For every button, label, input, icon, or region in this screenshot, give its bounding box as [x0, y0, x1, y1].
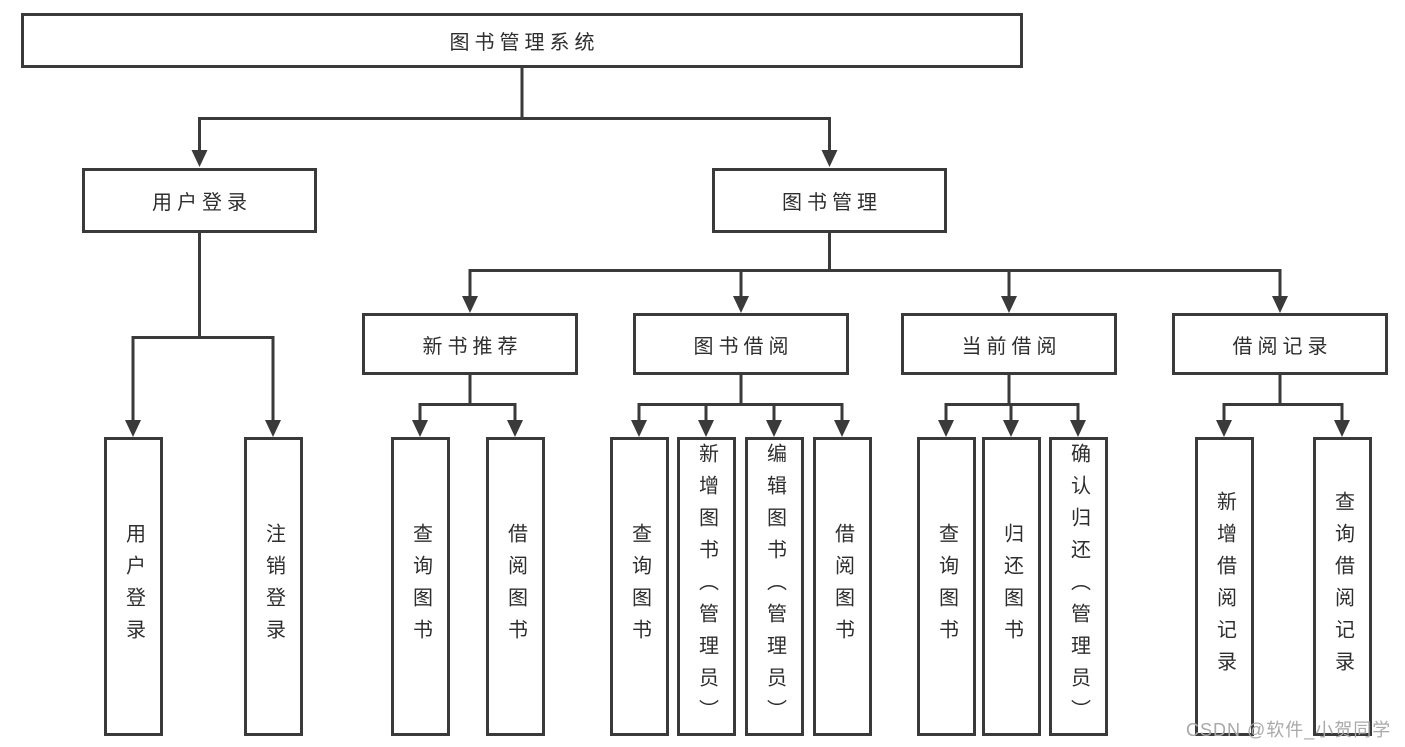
leaf-return-book: 归还图书 — [982, 437, 1041, 736]
csdn-watermark: CSDN @软件_小贺同学 — [1186, 720, 1392, 740]
leaf-query-books-borrowing: 查询图书 — [610, 437, 669, 736]
arrowhead-down-icon — [631, 420, 850, 437]
connector-records-to-leaves — [1216, 375, 1350, 437]
connector-book-borrow-to-leaves — [631, 375, 850, 437]
node-current-borrowing: 当前借阅 — [901, 313, 1117, 375]
connector-line — [1222, 375, 1344, 421]
arrowhead-down-icon — [191, 150, 838, 167]
arrowhead-down-icon — [1216, 420, 1350, 437]
connector-line — [944, 375, 1080, 421]
leaf-query-books-recommend: 查询图书 — [391, 437, 450, 736]
node-book-management: 图书管理 — [712, 168, 947, 233]
leaf-logout-label: 注销登录 — [262, 522, 285, 651]
node-root-system: 图书管理系统 — [21, 13, 1023, 68]
leaf-query-books-current-label: 查询图书 — [935, 522, 958, 651]
arrowhead-down-icon — [938, 420, 1086, 437]
leaf-borrow-books-recommend: 借阅图书 — [486, 437, 545, 736]
connector-book-mgmt-to-level3 — [462, 233, 1288, 313]
leaf-add-book-admin-label: 新增图书（管理员） — [695, 442, 718, 731]
node-book-borrowing: 图书借阅 — [633, 313, 849, 375]
leaf-confirm-return-admin: 确认归还（管理员） — [1049, 437, 1108, 736]
arrowhead-down-icon — [412, 420, 523, 437]
leaf-borrow-books-recommend-label: 借阅图书 — [504, 522, 527, 651]
node-borrowing-records: 借阅记录 — [1172, 313, 1388, 375]
connector-new-book-to-leaves — [412, 375, 523, 437]
leaf-edit-book-admin: 编辑图书（管理员） — [745, 437, 804, 736]
leaf-confirm-return-admin-label: 确认归还（管理员） — [1067, 442, 1090, 731]
leaf-borrow-books-borrowing: 借阅图书 — [813, 437, 872, 736]
node-root-label: 图书管理系统 — [449, 32, 600, 54]
leaf-query-books-recommend-label: 查询图书 — [409, 522, 432, 651]
connector-line — [637, 375, 844, 421]
connector-user-login-to-leaves — [125, 233, 281, 437]
leaf-add-borrow-record: 新增借阅记录 — [1195, 437, 1254, 736]
node-current-borrowing-label: 当前借阅 — [961, 335, 1062, 358]
leaf-borrow-books-borrowing-label: 借阅图书 — [831, 522, 854, 651]
node-new-book-recommendation-label: 新书推荐 — [422, 335, 523, 358]
node-book-borrowing-label: 图书借阅 — [693, 335, 794, 358]
leaf-query-books-current: 查询图书 — [917, 437, 976, 736]
connector-line — [468, 233, 1282, 298]
leaf-add-borrow-record-label: 新增借阅记录 — [1213, 490, 1236, 683]
connector-line — [418, 375, 517, 421]
node-user-login-label: 用户登录 — [152, 192, 252, 214]
leaf-return-book-label: 归还图书 — [1000, 522, 1023, 651]
leaf-user-login-label: 用户登录 — [122, 522, 145, 651]
node-borrowing-records-label: 借阅记录 — [1232, 335, 1333, 358]
leaf-edit-book-admin-label: 编辑图书（管理员） — [763, 442, 786, 731]
connector-line — [198, 68, 831, 152]
connector-current-borrow-to-leaves — [938, 375, 1086, 437]
leaf-user-login: 用户登录 — [104, 437, 163, 736]
node-user-login: 用户登录 — [82, 168, 317, 233]
leaf-logout: 注销登录 — [244, 437, 303, 736]
leaf-query-borrow-record-label: 查询借阅记录 — [1331, 490, 1354, 683]
connector-root-to-level2 — [191, 68, 838, 167]
connector-line — [131, 233, 275, 421]
leaf-query-borrow-record: 查询借阅记录 — [1313, 437, 1372, 736]
leaf-add-book-admin: 新增图书（管理员） — [677, 437, 736, 736]
arrowhead-down-icon — [125, 420, 281, 437]
leaf-query-books-borrowing-label: 查询图书 — [628, 522, 651, 651]
arrowhead-down-icon — [462, 296, 1288, 313]
node-new-book-recommendation: 新书推荐 — [362, 313, 578, 375]
node-book-management-label: 图书管理 — [782, 192, 882, 214]
